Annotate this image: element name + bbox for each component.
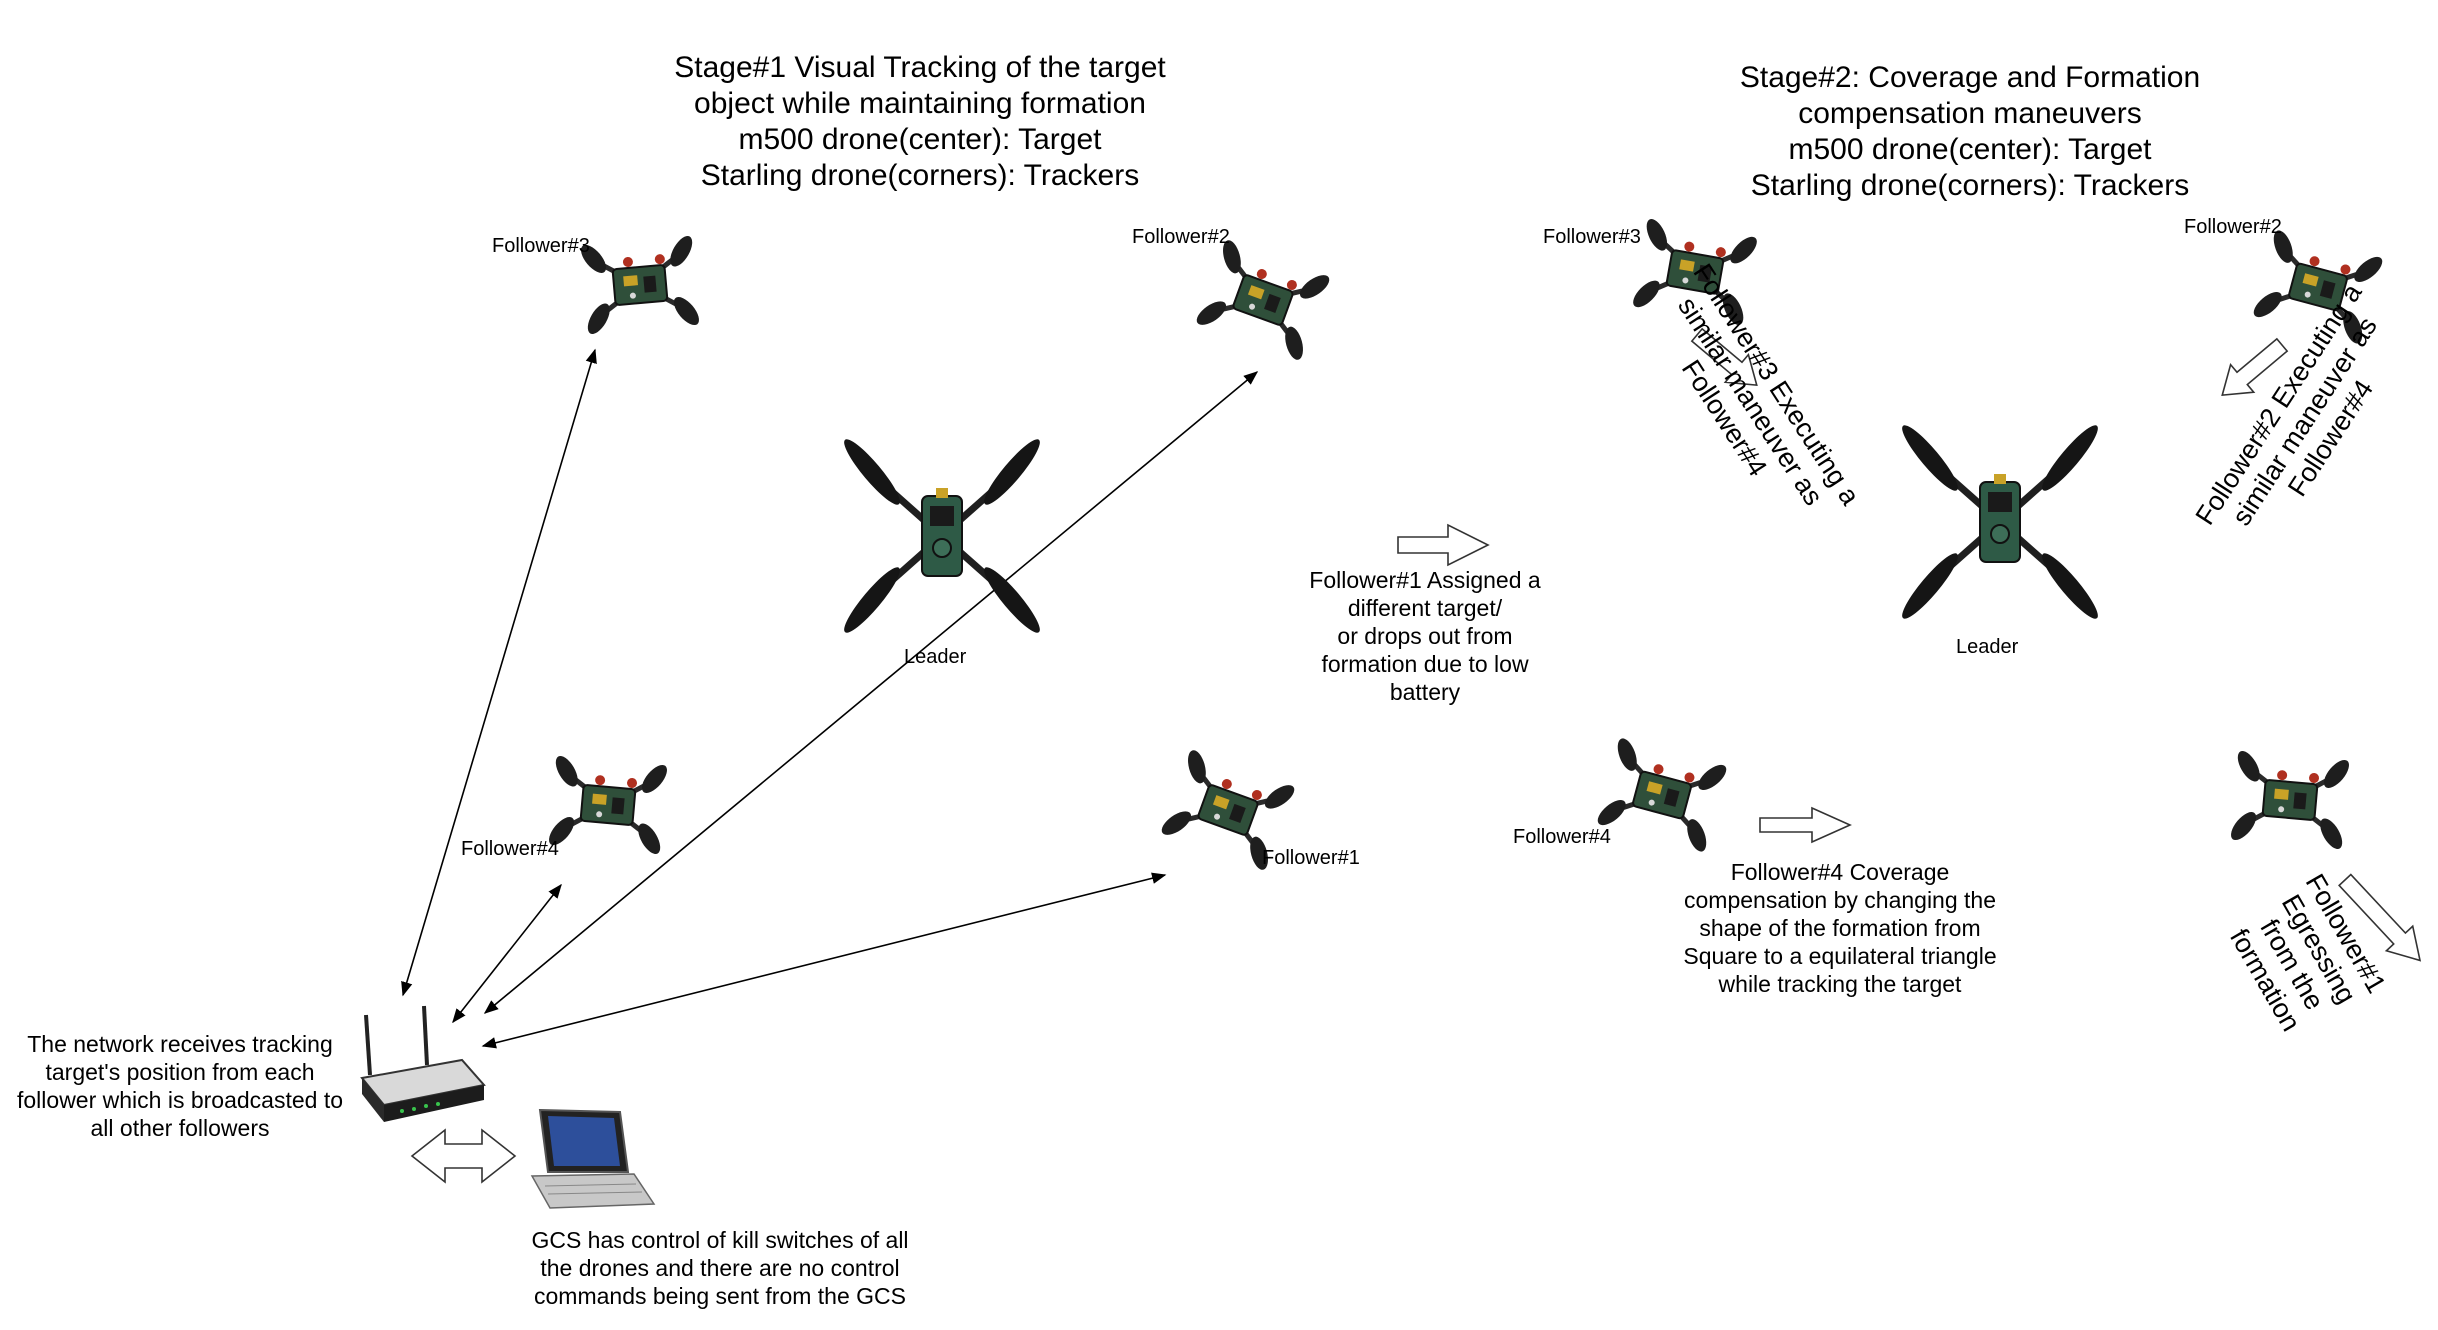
stage1-follower2-drone bbox=[1190, 234, 1337, 366]
stage2-leader-label: Leader bbox=[1956, 636, 2019, 658]
laptop-icon bbox=[530, 1108, 656, 1209]
stage1-title-line: m500 drone(center): Target bbox=[738, 123, 1102, 156]
stage1-follower2-label: Follower#2 bbox=[1132, 226, 1230, 248]
follower4-maneuver-arrow bbox=[1759, 806, 1852, 844]
stage1-title-line: object while maintaining formation bbox=[694, 87, 1146, 120]
router-icon bbox=[360, 1005, 486, 1122]
router-gcs-link-arrow bbox=[410, 1128, 517, 1184]
follower4-note-line: Square to a equilateral triangle bbox=[1683, 943, 1997, 969]
stage1-follower4-label: Follower#4 bbox=[461, 838, 559, 860]
stage2-title-line: Stage#2: Coverage and Formation bbox=[1739, 61, 2201, 94]
stage2-leader-drone bbox=[1896, 420, 2104, 624]
stage1-leader-label: Leader bbox=[904, 646, 967, 668]
gcs-note-line: commands being sent from the GCS bbox=[534, 1283, 906, 1309]
transition-note-line: or drops out from bbox=[1337, 623, 1513, 649]
follower3-maneuver-arrow bbox=[1690, 327, 1758, 387]
transition-note-line: different target/ bbox=[1347, 595, 1503, 621]
stage2-follower4-drone bbox=[1591, 733, 1733, 858]
stage1-title-line: Stage#1 Visual Tracking of the target bbox=[674, 51, 1166, 84]
stage2-title-line: Starling drone(corners): Trackers bbox=[1750, 169, 2190, 202]
follower1-egress-arrow bbox=[2338, 873, 2422, 962]
comm-link-follower1 bbox=[481, 872, 1167, 1049]
network-note-line: all other followers bbox=[90, 1115, 270, 1141]
follower4-note-line: compensation by changing the bbox=[1684, 887, 1996, 913]
transition-note-line: Follower#1 Assigned a bbox=[1309, 567, 1541, 593]
follower4-coverage-note: Follower#4 Coverage compensation by chan… bbox=[1660, 858, 2020, 998]
stage2-follower2-label: Follower#2 bbox=[2184, 216, 2282, 238]
transition-note-line: battery bbox=[1389, 679, 1461, 705]
gcs-note: GCS has control of kill switches of all … bbox=[500, 1226, 940, 1310]
gcs-note-line: GCS has control of kill switches of all bbox=[531, 1227, 909, 1253]
follower4-note-line: while tracking the target bbox=[1718, 971, 1962, 997]
stage1-follower3-label: Follower#3 bbox=[492, 235, 590, 257]
stage1-follower3-drone bbox=[576, 231, 705, 338]
stage1-title: Stage#1 Visual Tracking of the target ob… bbox=[620, 50, 1220, 194]
stage1-follower4-drone bbox=[544, 751, 673, 858]
gcs-note-line: the drones and there are no control bbox=[540, 1255, 900, 1281]
network-note-line: target's position from each bbox=[45, 1059, 315, 1085]
transition-note: Follower#1 Assigned a different target/ … bbox=[1290, 566, 1560, 706]
stage-transition-arrow bbox=[1397, 523, 1490, 567]
stage2-follower3-label: Follower#3 bbox=[1543, 226, 1641, 248]
stage2-title: Stage#2: Coverage and Formation compensa… bbox=[1680, 60, 2260, 204]
follower4-note-line: shape of the formation from bbox=[1699, 915, 1981, 941]
follower4-note-line: Follower#4 Coverage bbox=[1730, 859, 1950, 885]
stage2-title-line: compensation maneuvers bbox=[1798, 97, 2142, 130]
comm-link-follower4 bbox=[452, 883, 562, 1024]
stage1-title-line: Starling drone(corners): Trackers bbox=[700, 159, 1140, 192]
transition-note-line: formation due to low bbox=[1321, 651, 1529, 677]
network-note-line: The network receives tracking bbox=[27, 1031, 333, 1057]
stage1-follower1-label: Follower#1 bbox=[1262, 847, 1360, 869]
comm-link-follower3 bbox=[401, 348, 597, 997]
network-note: The network receives tracking target's p… bbox=[4, 1030, 356, 1142]
network-note-line: follower which is broadcasted to bbox=[17, 1087, 343, 1113]
follower2-maneuver-arrow bbox=[2221, 337, 2289, 397]
stage2-title-line: m500 drone(center): Target bbox=[1788, 133, 2152, 166]
stage2-follower1-drone bbox=[2226, 746, 2355, 853]
stage2-follower4-label: Follower#4 bbox=[1513, 826, 1611, 848]
stage1-leader-drone bbox=[838, 434, 1046, 638]
